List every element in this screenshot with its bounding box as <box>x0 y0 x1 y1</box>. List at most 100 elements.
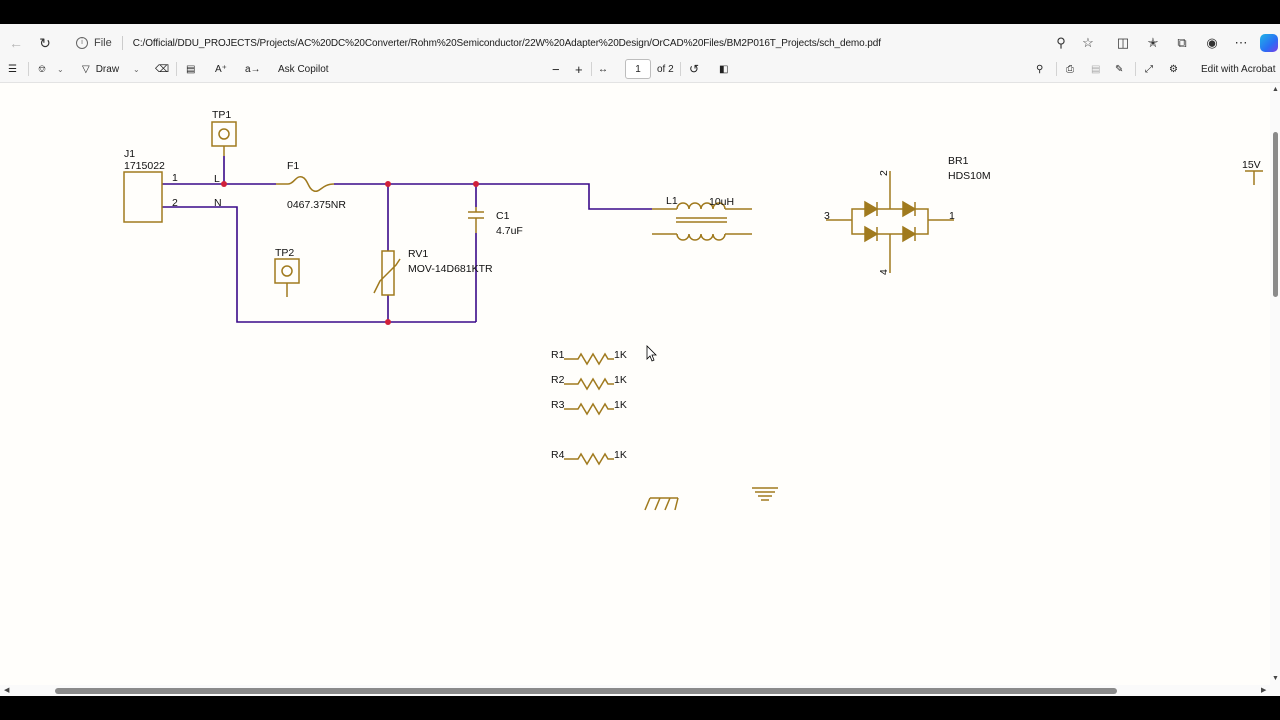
j1-ref-label: J1 <box>124 148 135 160</box>
br1-value-label: HDS10M <box>948 170 991 182</box>
eraser-icon[interactable]: ⌫ <box>155 63 170 75</box>
r2-ref-label: R2 <box>551 374 565 386</box>
net-label-n: N <box>214 197 222 209</box>
draw-button[interactable]: ▽ Draw <box>82 60 119 78</box>
rv1-varistor-symbol <box>381 250 395 296</box>
save-icon[interactable]: ▤ <box>1091 63 1101 75</box>
address-bar[interactable]: i File C:/Official/DDU_PROJECTS/Projects… <box>66 30 1106 56</box>
wires <box>162 156 652 323</box>
toolbar-divider <box>176 62 177 76</box>
diode-icon <box>864 225 879 243</box>
back-icon[interactable]: ← <box>9 35 23 51</box>
vertical-scrollbar-thumb[interactable] <box>1273 132 1278 297</box>
junction-dot <box>385 319 391 325</box>
rotate-icon[interactable]: ↺ <box>689 62 700 76</box>
j1-value-label: 1715022 <box>124 160 165 172</box>
r3-resistor-symbol <box>564 402 614 416</box>
fullscreen-icon[interactable]: ⤢ <box>1145 63 1153 75</box>
br1-diodes <box>864 200 917 243</box>
junction-dots <box>221 181 479 325</box>
power-net-label: 15V <box>1242 159 1261 171</box>
rv1-value-label: MOV-14D681KTR <box>408 263 493 275</box>
chevron-down-icon[interactable]: ⌄ <box>133 64 140 74</box>
tp2-symbol <box>274 258 300 284</box>
br1-pin3-label: 3 <box>824 210 830 222</box>
r4-resistor-symbol <box>564 452 614 466</box>
br1-pin4-label: 4 <box>878 269 890 275</box>
more-menu-icon[interactable]: ⋯ <box>1234 35 1248 50</box>
l1-inductor-symbol <box>652 202 752 241</box>
toolbar-divider <box>591 62 592 76</box>
refresh-icon[interactable]: ↻ <box>39 34 51 51</box>
mouse-cursor-icon <box>646 345 657 362</box>
scroll-up-icon[interactable]: ▲ <box>1272 86 1279 93</box>
scroll-right-icon[interactable]: ▶ <box>1261 687 1267 694</box>
print-icon[interactable]: ⎙ <box>1066 63 1074 75</box>
edit-with-acrobat-button[interactable]: Edit with Acrobat <box>1201 63 1276 75</box>
highlight-icon[interactable]: ⎊ <box>38 63 46 75</box>
favorite-star-icon[interactable]: ☆ <box>1082 35 1094 50</box>
scroll-left-icon[interactable]: ◀ <box>4 687 10 694</box>
zoom-icon[interactable]: ⚲ <box>1056 35 1066 50</box>
br1-ref-label: BR1 <box>948 155 969 167</box>
page-number-input[interactable]: 1 <box>625 59 651 79</box>
tp1-ref-label: TP1 <box>212 109 231 121</box>
br1-pin1-label: 1 <box>949 210 955 222</box>
fit-page-icon[interactable]: ↔ <box>598 63 608 75</box>
save-as-icon[interactable]: ✎ <box>1115 63 1124 75</box>
page-count: of 2 <box>657 63 674 75</box>
search-icon[interactable]: ⚲ <box>1036 63 1044 75</box>
tp2-pad <box>281 265 293 277</box>
tp1-symbol <box>211 121 237 147</box>
chevron-down-icon[interactable]: ⌄ <box>57 64 64 74</box>
favorites-icon[interactable]: ✭ <box>1147 35 1159 50</box>
translate-icon[interactable]: a→ <box>245 63 261 75</box>
diode-icon <box>864 200 879 218</box>
l1-ref-label: L1 <box>666 195 678 207</box>
r1-resistor-symbol <box>564 352 614 366</box>
r3-ref-label: R3 <box>551 399 565 411</box>
schematic-canvas: J1 1715022 1 2 L N TP1 TP2 F1 0467.375NR… <box>123 109 1263 511</box>
page-view-icon[interactable]: ◧ <box>719 63 729 75</box>
l1-value-label: 10uH <box>709 196 734 208</box>
contents-icon[interactable]: ☰ <box>8 63 17 75</box>
read-aloud-icon[interactable]: A⁺ <box>215 63 227 75</box>
horizontal-scrollbar-thumb[interactable] <box>55 688 1117 694</box>
net-label-l: L <box>214 173 220 185</box>
scroll-down-icon[interactable]: ▼ <box>1272 675 1279 682</box>
zoom-out-icon[interactable]: − <box>552 61 560 77</box>
j1-pin1-label: 1 <box>172 172 178 184</box>
zoom-in-icon[interactable]: + <box>575 61 583 77</box>
j1-connector-symbol <box>123 171 163 223</box>
f1-ref-label: F1 <box>287 160 299 172</box>
ask-copilot-button[interactable]: Ask Copilot <box>278 63 329 75</box>
address-bar-row: ← ↻ i File C:/Official/DDU_PROJECTS/Proj… <box>0 24 1280 62</box>
pdf-toolbar: ☰ ⎊ ⌄ ▽ Draw ⌄ ⌫ ▤ A⁺ a→ Ask Copilot − +… <box>0 56 1280 83</box>
url-scheme[interactable]: i File <box>76 37 112 49</box>
diode-icon <box>902 200 917 218</box>
br1-pin2-label: 2 <box>878 170 890 176</box>
r4-value-label: 1K <box>614 449 627 461</box>
collections-icon[interactable]: ⧉ <box>1177 35 1187 50</box>
split-screen-icon[interactable]: ◫ <box>1116 35 1130 50</box>
pdf-page[interactable]: J1 1715022 1 2 L N TP1 TP2 F1 0467.375NR… <box>0 83 1270 685</box>
r3-value-label: 1K <box>614 399 627 411</box>
text-icon[interactable]: ▤ <box>186 63 196 75</box>
r1-ref-label: R1 <box>551 349 565 361</box>
draw-label: Draw <box>95 63 120 75</box>
toolbar-divider <box>28 62 29 76</box>
chassis-ground-symbol <box>644 497 679 511</box>
info-icon: i <box>76 37 88 49</box>
r2-value-label: 1K <box>614 374 627 386</box>
earth-ground-symbol <box>752 487 778 501</box>
rv1-ref-label: RV1 <box>408 248 428 260</box>
copilot-icon[interactable] <box>1260 34 1278 52</box>
url-text[interactable]: C:/Official/DDU_PROJECTS/Projects/AC%20D… <box>132 37 881 49</box>
extensions-icon[interactable]: ◉ <box>1206 35 1218 50</box>
br1-bridge-rectifier-symbol <box>826 171 954 273</box>
toolbar-divider <box>680 62 681 76</box>
settings-gear-icon[interactable]: ⚙ <box>1169 63 1178 75</box>
draw-icon: ▽ <box>82 63 90 75</box>
vertical-scrollbar[interactable] <box>1270 83 1280 696</box>
url-divider <box>121 36 123 50</box>
